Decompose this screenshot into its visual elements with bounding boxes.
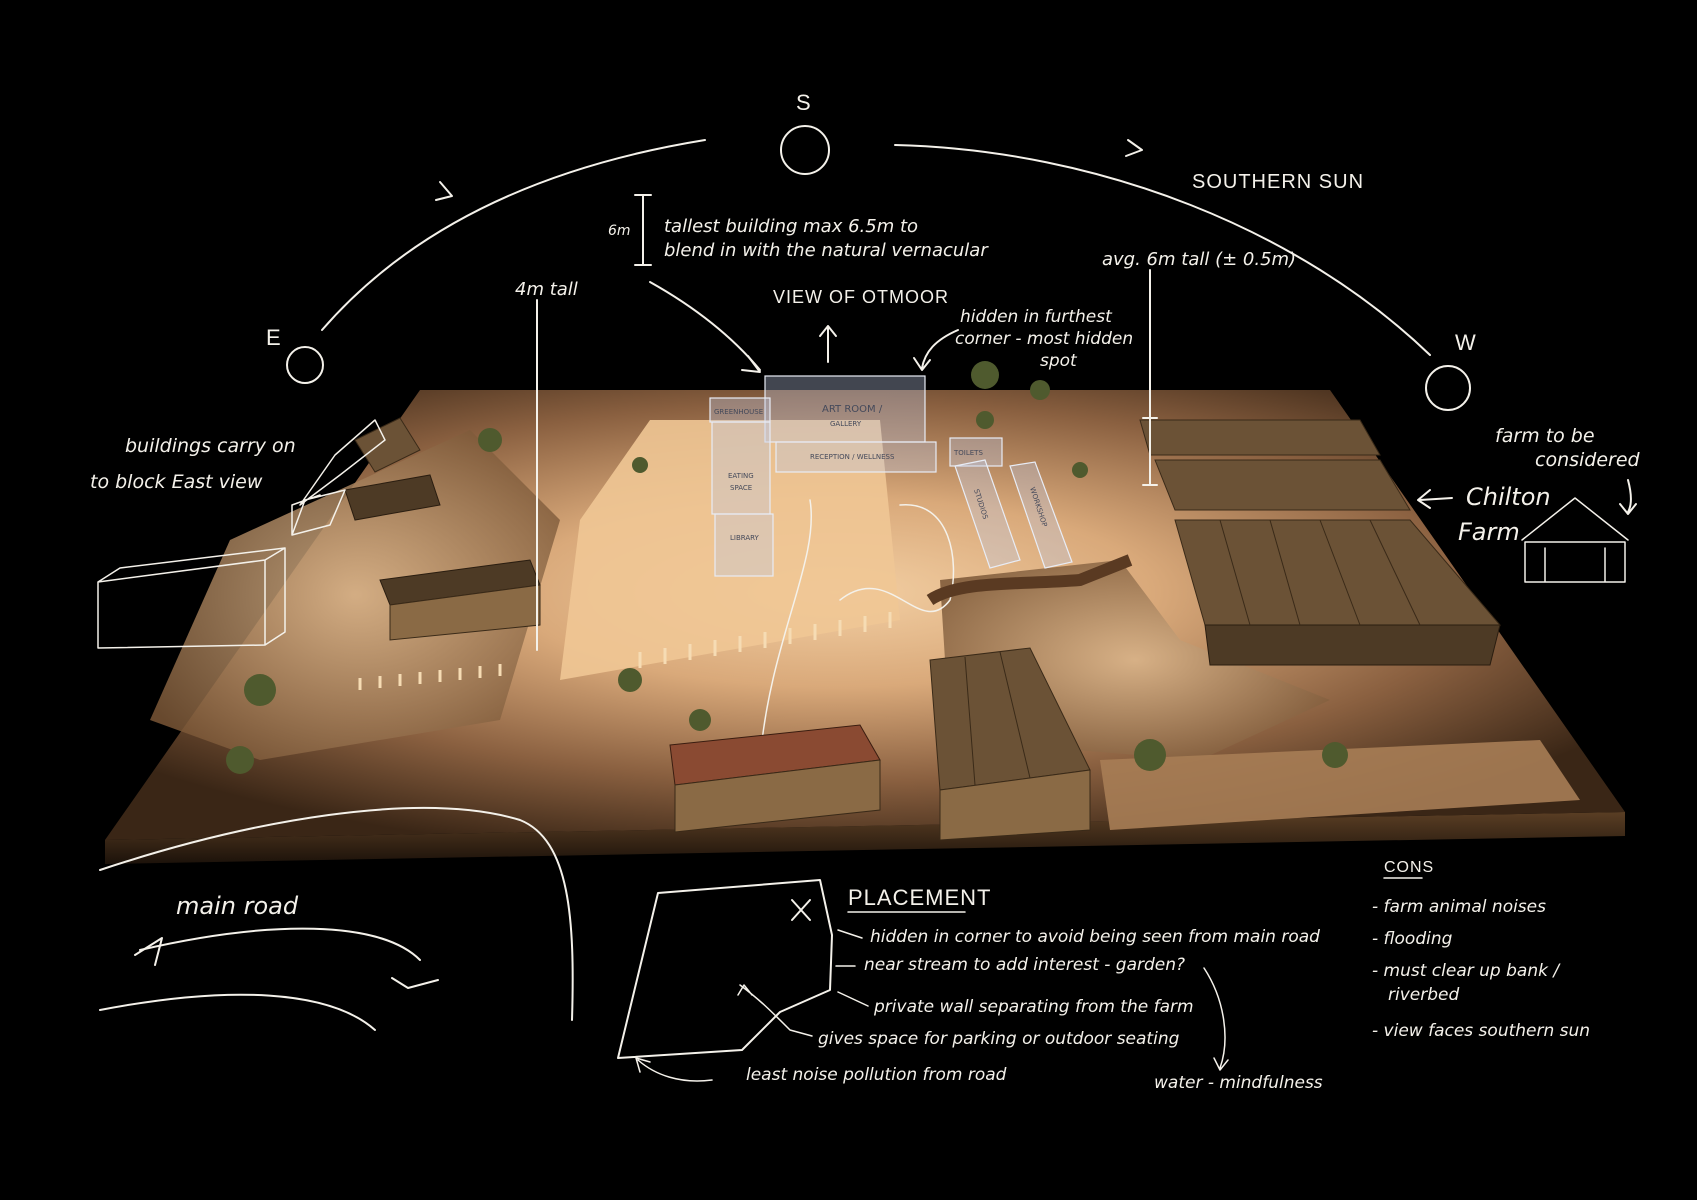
placement-title: PLACEMENT (848, 885, 991, 910)
height-annotations: 6m tallest building max 6.5m to blend in… (515, 194, 1296, 651)
proposed-buildings: ART ROOM / GALLERY RECEPTION / WELLNESS … (709, 375, 1073, 577)
fence-line (358, 612, 892, 690)
studios-block (954, 459, 1021, 569)
label-gallery: GALLERY (830, 420, 862, 428)
greenhouse-block (709, 397, 771, 423)
barn-bottom-right (929, 647, 1091, 841)
site-model: ART ROOM / GALLERY RECEPTION / WELLNESS … (105, 361, 1625, 864)
label-greenhouse: GREENHOUSE (714, 408, 763, 416)
sun-west-icon (1425, 365, 1471, 411)
placement-plan-sketch (617, 879, 833, 1059)
sun-path: S E W SOUTHERN SUN (266, 90, 1477, 411)
cons-title: CONS (1384, 859, 1434, 876)
compass-east: E (266, 325, 282, 350)
cons-item-1: - farm animal noises (1372, 897, 1546, 917)
cons-item-5: - view faces southern sun (1372, 1021, 1590, 1041)
chilton-farm-label: Chilton (1466, 483, 1551, 511)
sun-east-icon (286, 346, 324, 384)
label-eating: EATING (728, 472, 754, 480)
placement-note-3: private wall separating from the farm (873, 997, 1194, 1017)
house-left (379, 559, 541, 641)
arc-arrow-right (1125, 139, 1143, 157)
hidden-corner-note-3: spot (1040, 351, 1078, 371)
central-field (560, 420, 900, 680)
placement-note-1: hidden in corner to avoid being seen fro… (870, 927, 1320, 947)
cons-item-2: - flooding (1372, 929, 1453, 949)
farm-considered-note-1: farm to be (1495, 425, 1595, 447)
label-art-room: ART ROOM / (822, 404, 883, 415)
cons-notes: CONS - farm animal noises - flooding - m… (1372, 859, 1590, 1041)
main-road-label: main road (176, 892, 299, 920)
barn-left-top (344, 417, 441, 521)
library-block (714, 513, 774, 577)
chilton-farm-label-2: Farm (1458, 518, 1520, 546)
four-m-tall: 4m tall (515, 279, 578, 300)
sun-south-icon (780, 125, 830, 175)
placement-notes: PLACEMENT hidden in corner to avoid bein… (617, 879, 1323, 1093)
view-of-otmoor: VIEW OF OTMOOR (773, 287, 949, 307)
lower-road-strip (1100, 740, 1580, 830)
placement-note-4: gives space for parking or outdoor seati… (818, 1029, 1180, 1049)
hidden-corner-note-2: corner - most hidden (955, 329, 1133, 349)
block-sketch (97, 547, 286, 649)
average-height-note: avg. 6m tall (± 0.5m) (1102, 249, 1296, 270)
hidden-corner-note-1: hidden in furthest (960, 307, 1113, 327)
right-annotations: farm to be considered Chilton Farm (1417, 425, 1641, 583)
compass-west: W (1455, 330, 1477, 355)
barn-bottom-center (669, 724, 881, 833)
left-annotations: buildings carry on to block East view (90, 419, 386, 649)
placement-note-2: near stream to add interest - garden? (864, 955, 1185, 975)
main-road-annotation: main road (99, 807, 574, 1031)
private-wall (926, 554, 1133, 606)
stream-sketch (759, 499, 955, 761)
buildings-carry-note-2: to block East view (90, 471, 263, 493)
workshop-block (1009, 461, 1073, 569)
buildings-sketch (291, 419, 386, 536)
label-reception: RECEPTION / WELLNESS (810, 453, 895, 461)
southern-sun-label: SOUTHERN SUN (1192, 171, 1364, 193)
cons-item-3: - must clear up bank / (1372, 961, 1561, 981)
reception-block (775, 441, 937, 473)
label-eating-2: SPACE (730, 484, 752, 492)
chilton-farm-sheds (1139, 419, 1502, 666)
compass-south: S (796, 90, 812, 115)
sun-arc-left (321, 139, 706, 331)
buildings-carry-note-1: buildings carry on (125, 435, 296, 457)
label-library: LIBRARY (730, 534, 760, 542)
tallest-building-note: tallest building max 6.5m to (664, 216, 918, 237)
placement-note-5: least noise pollution from road (746, 1065, 1007, 1085)
model-board-edge (105, 812, 1625, 864)
sun-arc-right (894, 144, 1431, 356)
eating-space-block (711, 421, 771, 515)
cons-item-4: riverbed (1388, 985, 1459, 1005)
label-toilets: TOILETS (953, 449, 983, 457)
farmhouse-sketch (1521, 497, 1629, 583)
art-room-block (764, 375, 926, 443)
placement-note-6: water - mindfulness (1154, 1073, 1323, 1093)
tallest-building-note-2: blend in with the natural vernacular (664, 240, 989, 261)
arc-arrow-left (435, 181, 453, 201)
model-trees (226, 361, 1348, 774)
farm-considered-note-2: considered (1535, 449, 1641, 471)
height-6m: 6m (608, 223, 631, 239)
